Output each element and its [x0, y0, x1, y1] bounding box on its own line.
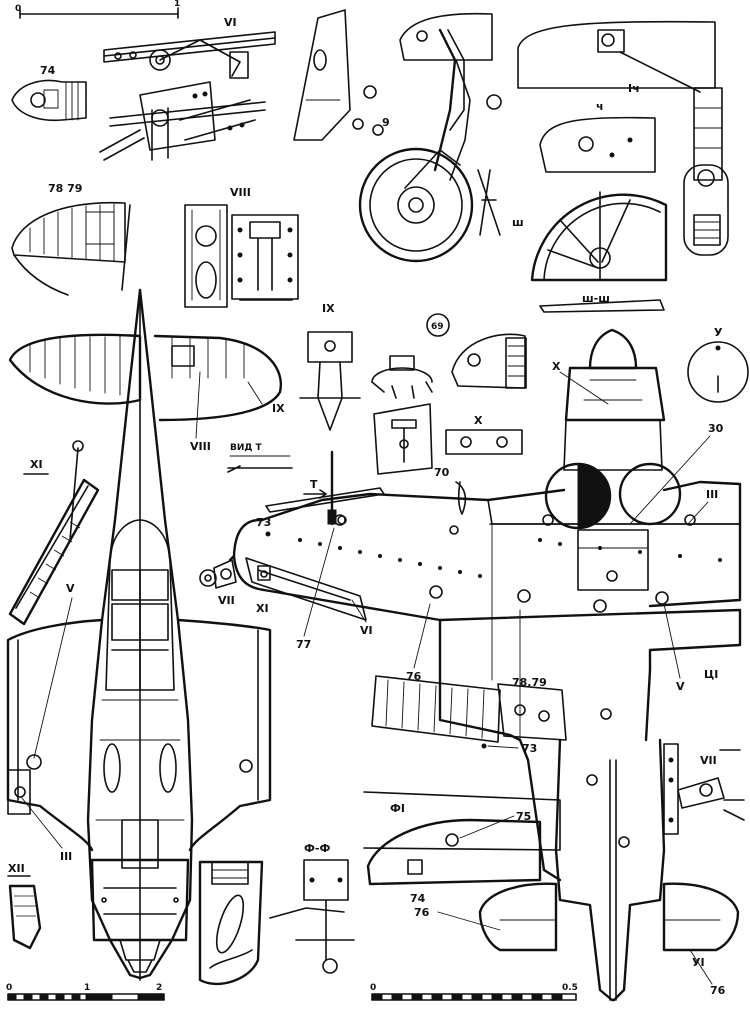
- detail-XII: XII: [7, 862, 42, 950]
- label-69: 69: [431, 322, 444, 332]
- label-ch: ч: [596, 100, 604, 113]
- flap-section: 78,79: [371, 675, 567, 743]
- detail-U-panel: У: [687, 326, 749, 403]
- main-landing-gear: 9: [352, 12, 502, 263]
- scale-bar-bottom-mid: 0 0.5: [370, 983, 578, 1001]
- label-75: 75: [516, 810, 531, 823]
- label-X-small: X: [474, 414, 483, 427]
- label-I-ch: Iч: [628, 82, 640, 95]
- label-vid-T: ВИД Т: [230, 443, 263, 453]
- label-76-br: 76: [710, 984, 726, 997]
- label-X-big: X: [552, 360, 561, 373]
- label-77: 77: [296, 638, 311, 651]
- label-VII-right: VII: [700, 754, 717, 767]
- label-V-left: V: [66, 582, 75, 595]
- label-C: ЦI: [704, 668, 718, 681]
- label-sh: ш: [512, 216, 524, 229]
- aircraft-plan-left: IX VIII V III: [6, 288, 285, 981]
- scale-m-tick-0: 0: [370, 983, 376, 993]
- cowling-panel: [198, 860, 264, 986]
- label-F: ФI: [390, 802, 405, 815]
- view-T: ВИД Т: [227, 443, 293, 473]
- detail-ch-gear-door: ч: [539, 100, 656, 173]
- label-70: 70: [434, 466, 450, 479]
- label-9: 9: [382, 116, 390, 129]
- label-76-tail: 76: [414, 906, 430, 919]
- label-IX-top: IX: [322, 302, 335, 315]
- label-VII: VII: [218, 594, 235, 607]
- detail-I-ch-gear-retraction: Iч: [517, 20, 729, 256]
- small-mechanism-parts: X: [371, 333, 527, 475]
- detail-IX-strut: IX: [299, 302, 361, 431]
- label-XI-mid: XI: [256, 602, 269, 615]
- label-sh-sh: ш-ш: [582, 292, 610, 305]
- scale-bar-top-left: 0 1: [15, 0, 180, 19]
- detail-74-fairing: 74: [11, 64, 87, 122]
- label-V-right: V: [676, 680, 685, 693]
- label-VI-top: VI: [224, 16, 237, 29]
- label-III-right: III: [706, 488, 718, 501]
- scale-b-tick-1: 1: [84, 983, 90, 993]
- label-XII: XII: [8, 862, 25, 875]
- label-VIII: VIII: [230, 186, 251, 199]
- label-78-79-b: 78,79: [512, 676, 547, 689]
- label-U: У: [714, 326, 723, 339]
- detail-78-79-wingtip: 78 79: [11, 182, 131, 296]
- scale-tick-0: 0: [15, 4, 21, 14]
- detail-VII-bracket: VII: [663, 743, 745, 835]
- label-78-79: 78 79: [48, 182, 82, 195]
- label-III-left: III: [60, 850, 72, 863]
- label-XI-left: XI: [30, 458, 43, 471]
- label-IX-wing: IX: [272, 402, 285, 415]
- scale-b-tick-0: 0: [6, 983, 12, 993]
- label-73-bot: 73: [522, 742, 537, 755]
- scale-m-tick-05: 0.5: [562, 983, 578, 993]
- detail-sh-wheel-well: ш ш-ш: [512, 191, 668, 313]
- marker-69: 69: [426, 313, 450, 337]
- aircraft-plan-right: X 30 III: [199, 328, 742, 1002]
- label-30: 30: [708, 422, 724, 435]
- scale-tick-1: 1: [174, 0, 180, 9]
- label-73-top: 73: [256, 516, 271, 529]
- detail-VIII-assembly: VIII: [184, 186, 299, 308]
- aileron-section: [293, 9, 351, 141]
- scale-b-tick-2: 2: [156, 983, 162, 993]
- label-VI-mid: VI: [360, 624, 373, 637]
- label-F-F: Ф-Ф: [304, 842, 330, 855]
- scale-bar-bottom-left: 0 1 2: [6, 983, 165, 1001]
- label-74-b: 74: [410, 892, 426, 905]
- detail-F-F: Ф-Ф: [269, 842, 355, 974]
- label-74: 74: [40, 64, 56, 77]
- detail-VI-mechanism: VI: [99, 16, 276, 161]
- label-VIII-wing: VIII: [190, 440, 211, 453]
- section-F: 73 ФI 75 74: [363, 742, 561, 905]
- detail-XI-gear-leg: XI: [8, 440, 100, 626]
- label-T: Т: [310, 478, 318, 491]
